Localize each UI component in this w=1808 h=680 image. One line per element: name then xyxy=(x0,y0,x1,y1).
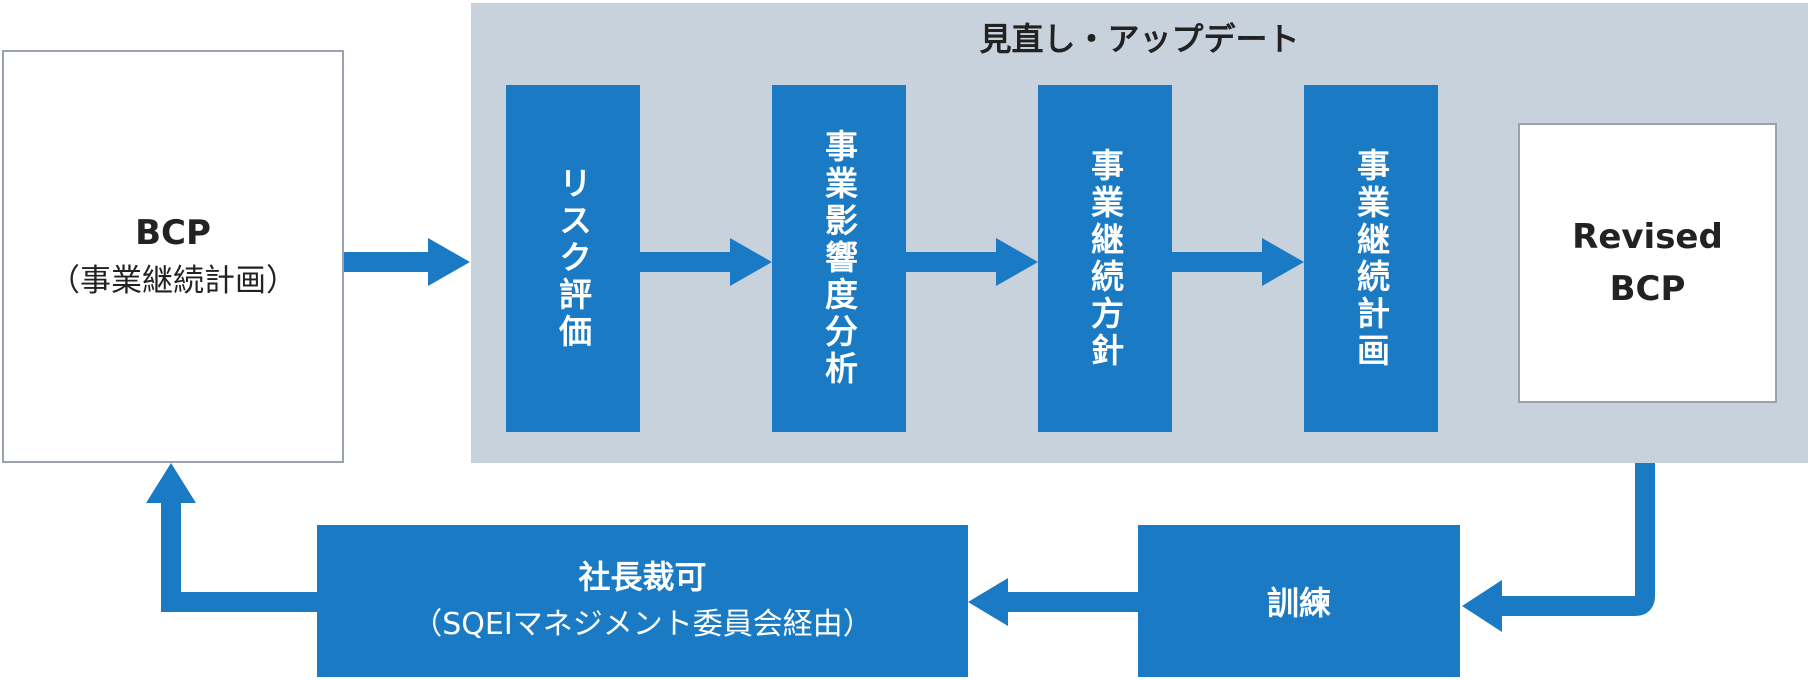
step-continuity-policy: 事業継続方針 xyxy=(1038,85,1172,432)
step-label: リスク評価 xyxy=(553,166,593,351)
approval-box: 社長裁可 （SQEIマネジメント委員会経由） xyxy=(317,525,968,677)
arrow-step2-to-step3 xyxy=(906,238,1038,286)
revised-bcp-line1: Revised xyxy=(1572,217,1723,257)
step-label: 事業影響度分析 xyxy=(819,129,859,388)
approval-title: 社長裁可 xyxy=(578,558,707,596)
step-continuity-plan: 事業継続計画 xyxy=(1304,85,1438,432)
step-label: 事業継続方針 xyxy=(1085,147,1125,370)
arrow-drill-to-approval xyxy=(968,578,1138,626)
arrow-bcp-to-review xyxy=(344,238,470,286)
approval-subtitle: （SQEIマネジメント委員会経由） xyxy=(412,607,873,642)
drill-label: 訓練 xyxy=(1266,584,1331,622)
step-label: 事業継続計画 xyxy=(1351,147,1391,370)
bcp-title: BCP xyxy=(135,212,211,253)
review-panel-title: 見直し・アップデート xyxy=(979,20,1300,58)
revised-bcp-line2: BCP xyxy=(1609,269,1686,309)
arrow-revised-to-drill xyxy=(1502,463,1655,616)
drill-box: 訓練 xyxy=(1138,525,1460,677)
arrow-approval-to-bcp xyxy=(146,463,317,612)
step-risk-assessment: リスク評価 xyxy=(506,85,640,432)
arrow-step1-to-step2 xyxy=(640,238,772,286)
bcp-box: BCP （事業継続計画） xyxy=(2,50,344,463)
step-business-impact-analysis: 事業影響度分析 xyxy=(772,85,906,432)
bcp-subtitle: （事業継続計画） xyxy=(49,262,297,299)
revised-bcp-box: Revised BCP xyxy=(1518,123,1777,403)
arrow-step3-to-step4 xyxy=(1172,238,1304,286)
arrow-revised-to-drill-head xyxy=(1462,580,1502,632)
